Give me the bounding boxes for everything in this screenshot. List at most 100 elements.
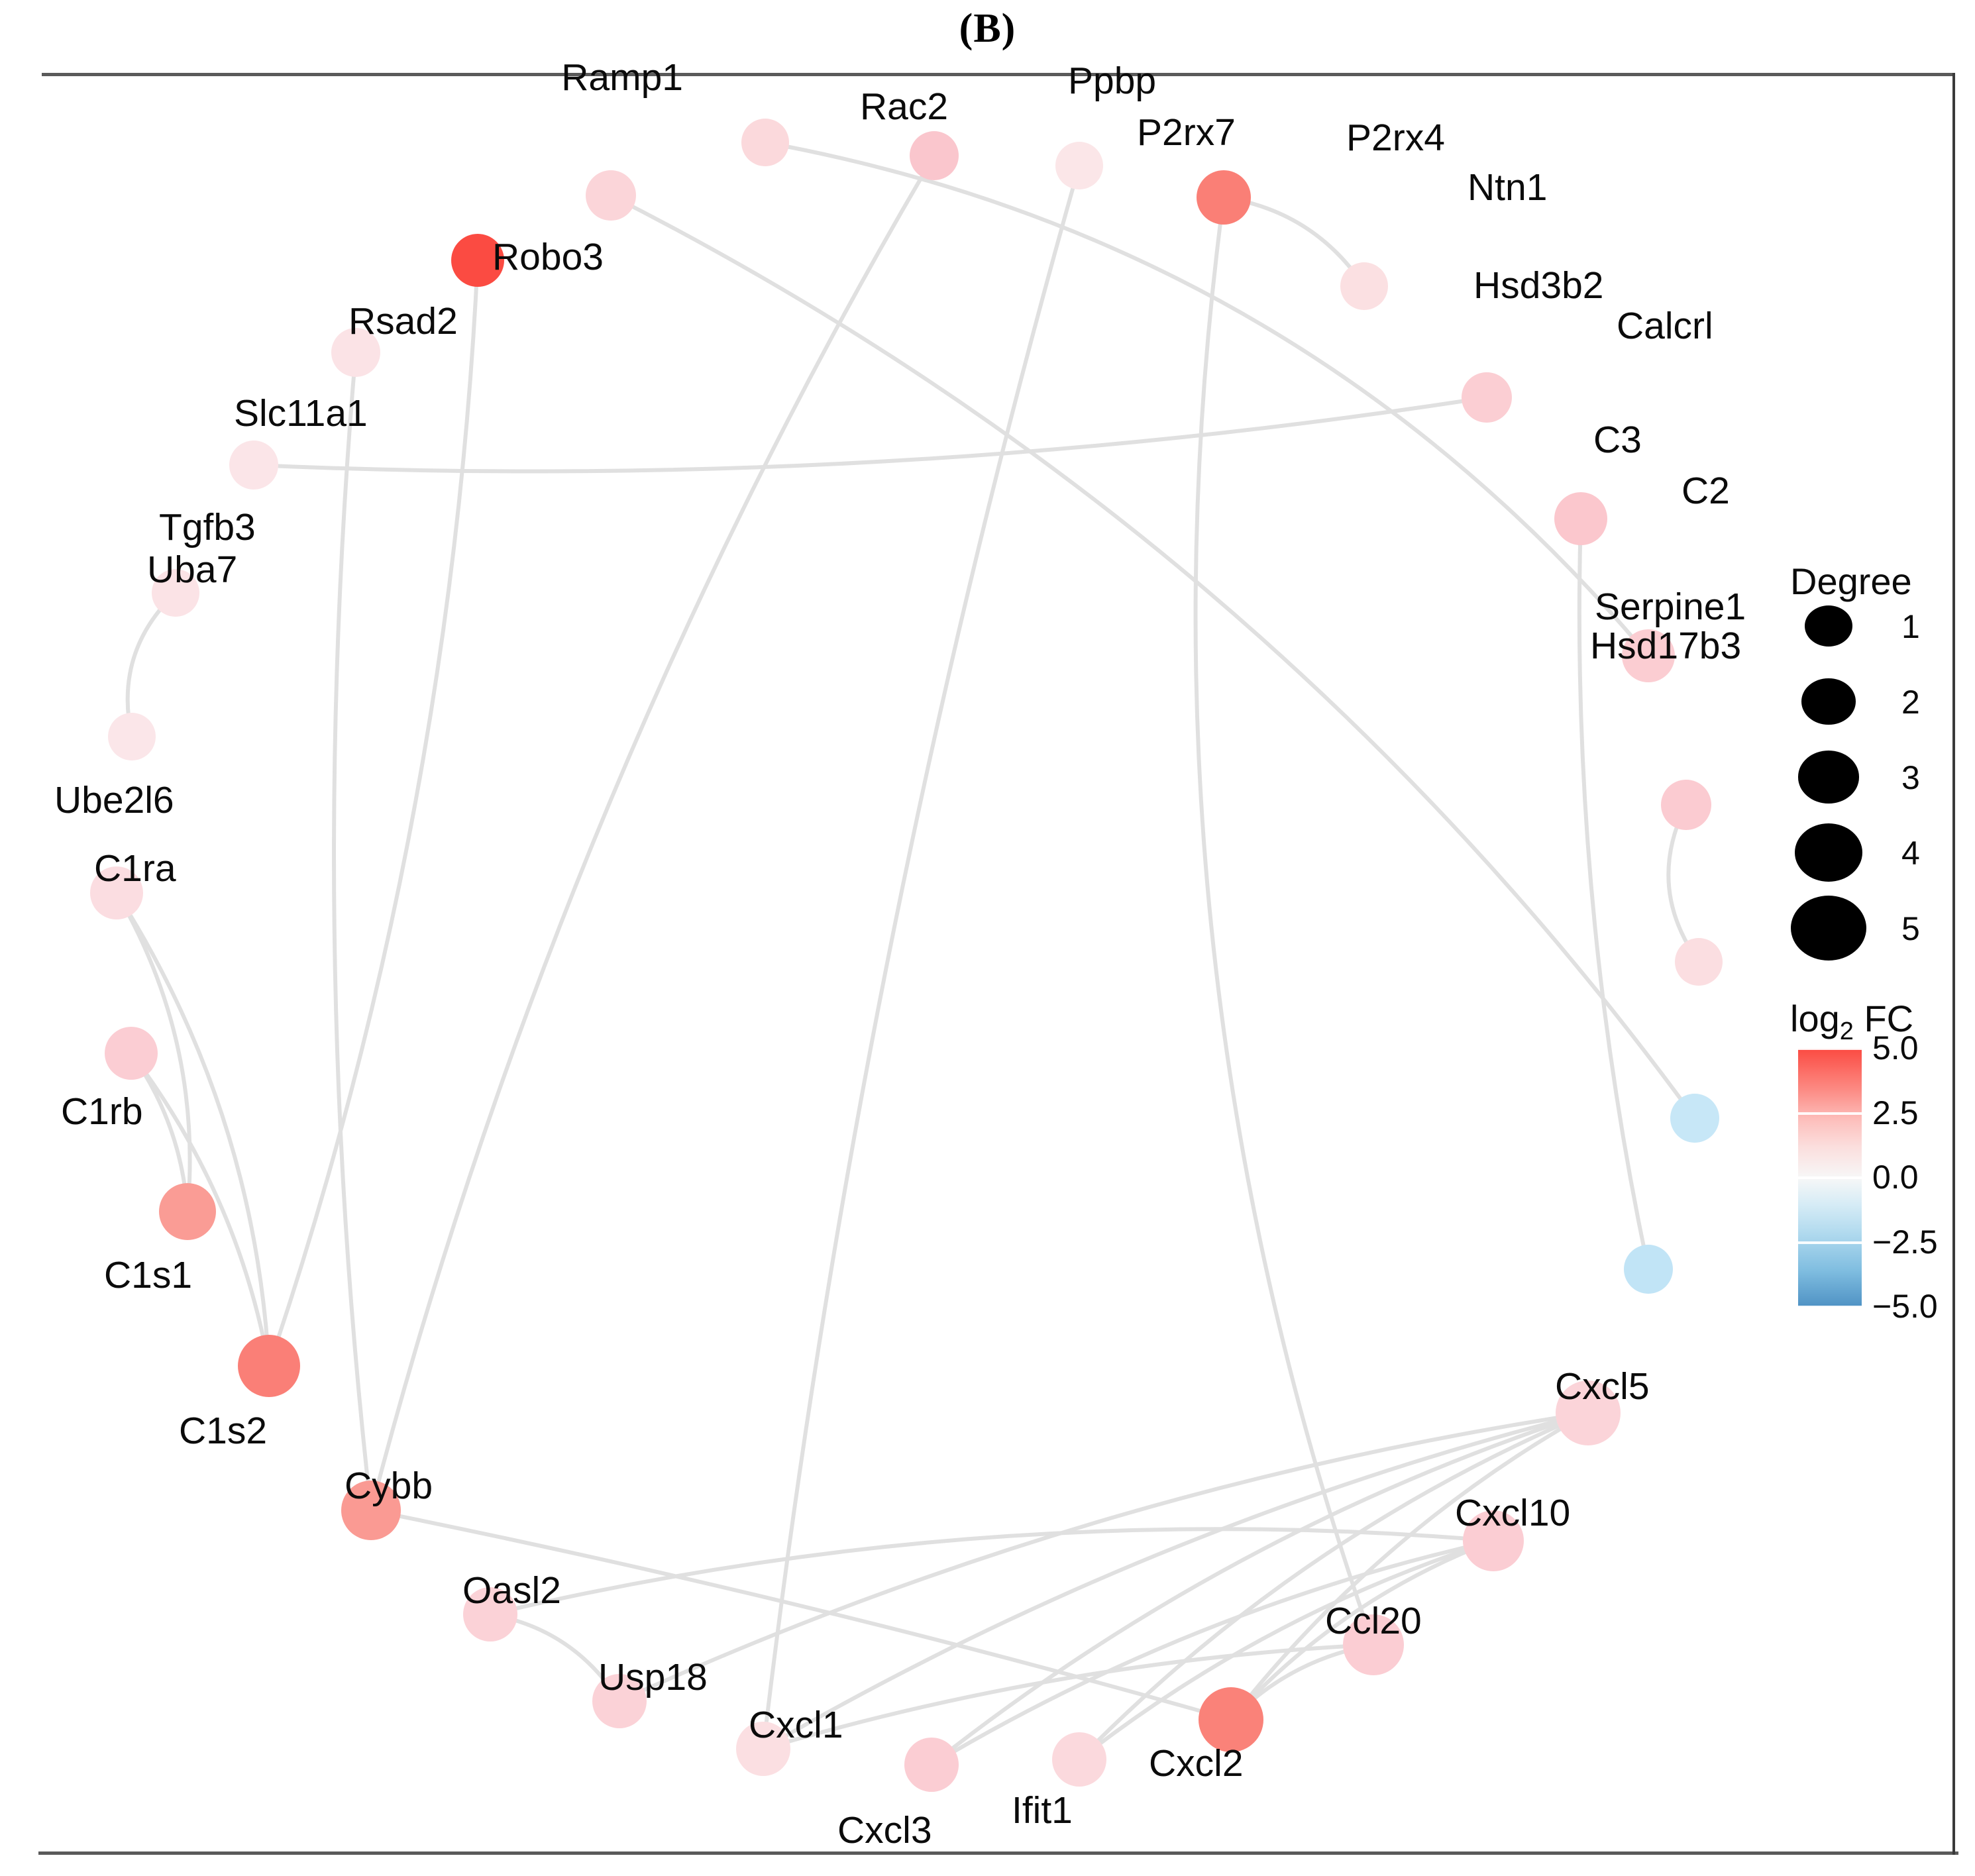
network-node[interactable] [451,234,504,287]
node-label: Cybb [345,1465,433,1507]
network-node[interactable] [1556,1381,1621,1445]
network-edge [332,350,373,1512]
network-node[interactable] [1624,1245,1673,1294]
network-edge [488,1527,1495,1616]
network-node[interactable] [904,1738,959,1792]
network-edge [1077,1539,1495,1761]
node-label: C1ra [94,847,176,890]
colorbar-tick-label: 5.0 [1872,1029,1919,1067]
colorbar-tick-mark [1798,1112,1862,1115]
node-label: Hsd3b2 [1473,264,1604,307]
node-label: Serpine1 [1595,586,1746,628]
right-border-rule [1952,73,1955,1855]
network-node[interactable] [108,713,156,760]
network-node[interactable] [1622,629,1675,682]
node-label: Oasl2 [462,1569,561,1612]
network-edge [761,1411,1590,1751]
network-node[interactable] [159,1183,216,1240]
network-node[interactable] [1463,1510,1524,1571]
node-label: C1rb [61,1090,143,1133]
colorbar-tick-label: 2.5 [1872,1094,1919,1131]
network-node[interactable] [105,1027,158,1080]
network-node[interactable] [1661,780,1711,830]
network-edge [252,395,1489,474]
network-edge [930,1411,1590,1767]
node-label: Tgfb3 [159,506,256,548]
network-edge [129,1051,271,1368]
legend-degree-dot [1798,751,1859,804]
network-node[interactable] [152,569,199,617]
node-label: P2rx7 [1137,111,1236,154]
network-edge [609,193,1697,1120]
network-node[interactable] [463,1587,517,1642]
bottom-border-rule [38,1851,1958,1855]
node-label: Ntn1 [1468,166,1548,209]
legend-degree-dot [1795,823,1862,882]
network-node[interactable] [592,1674,647,1728]
network-node[interactable] [229,441,278,490]
legend-colorbar-title-prefix: log [1790,998,1840,1039]
node-label: Rsad2 [348,300,458,342]
legend-degree-value: 1 [1901,608,1920,645]
network-node[interactable] [1462,372,1512,423]
colorbar-tick-label: 0.0 [1872,1159,1919,1196]
node-label: Cxcl2 [1149,1742,1244,1785]
legend-degree-dot [1791,895,1866,961]
network-edge [1229,1539,1495,1722]
node-label: P2rx4 [1346,117,1445,159]
legend-colorbar-title-sub: 2 [1839,1017,1854,1046]
network-edge [617,1411,1590,1703]
network-node[interactable] [1675,938,1723,986]
network-node[interactable] [1340,262,1388,310]
colorbar-tick-mark [1798,1047,1862,1050]
legend-degree-dot [1805,605,1852,647]
node-label: Slc11a1 [234,392,368,435]
network-node[interactable] [736,1722,790,1776]
network-node[interactable] [1554,492,1607,545]
legend-degree-dot [1801,678,1856,725]
node-label: Calcrl [1617,305,1713,347]
network-node[interactable] [1055,142,1103,189]
network-node[interactable] [90,866,143,919]
network-edge [1577,517,1650,1271]
node-label: Cxcl5 [1555,1365,1650,1408]
network-node[interactable] [1670,1094,1719,1143]
network-node[interactable] [1343,1614,1404,1675]
legend-degree-title: Degree [1790,560,1912,602]
network-node[interactable] [1197,170,1251,225]
network-edge [761,164,1081,1751]
node-label: C2 [1681,470,1730,512]
node-label: Uba7 [147,548,238,591]
node-label: C1s1 [104,1254,193,1296]
node-label: Ube2l6 [54,779,174,821]
network-edge [1229,1411,1590,1722]
network-edge [1193,195,1375,1647]
node-label: Ifit1 [1012,1789,1073,1832]
network-edge [267,258,480,1368]
network-node[interactable] [741,119,789,166]
legend-colorbar-title-main: FC [1864,998,1914,1039]
network-node[interactable] [331,328,380,377]
node-layer [90,119,1723,1792]
network-edge [761,1643,1375,1751]
node-label: Rac2 [860,85,949,128]
network-node[interactable] [1052,1732,1106,1787]
network-node[interactable] [238,1335,300,1397]
network-node[interactable] [341,1481,401,1540]
network-node[interactable] [586,170,636,221]
network-edge [369,154,936,1512]
edge-layer [115,140,1701,1767]
node-label: C1s2 [179,1410,268,1452]
node-label: Cxcl10 [1455,1492,1571,1534]
node-label: C3 [1593,419,1642,461]
top-border-rule [42,73,1955,76]
network-edge [1077,1411,1590,1761]
node-label: Ramp1 [561,56,683,99]
network-node[interactable] [1199,1687,1263,1752]
colorbar-tick-label: −2.5 [1872,1223,1938,1261]
colorbar-tick-label: −5.0 [1872,1288,1938,1325]
network-node[interactable] [910,131,959,180]
colorbar-tick-mark [1798,1241,1862,1244]
